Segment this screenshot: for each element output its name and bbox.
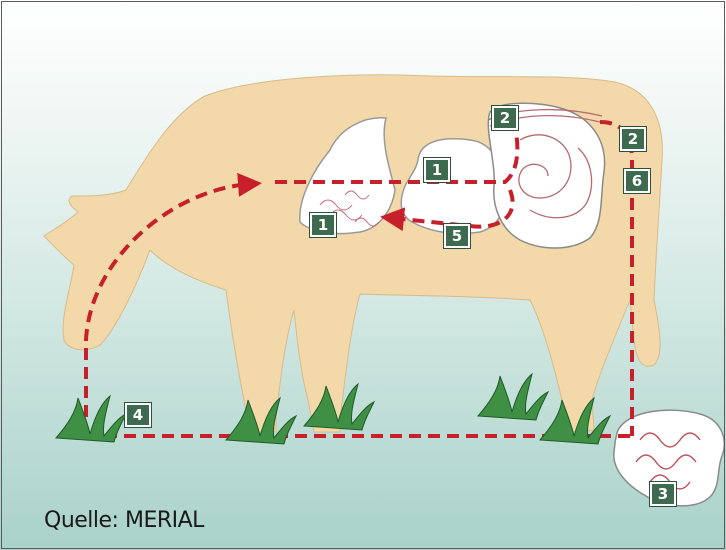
stage-badge-6: 6 — [624, 169, 650, 193]
stage-badge-3: 3 — [650, 482, 676, 506]
grass-tuft — [478, 374, 548, 420]
stage-badge-2-descending: 2 — [620, 127, 646, 151]
grass-tuft — [56, 396, 126, 442]
source-label: Quelle: MERIAL — [44, 508, 204, 533]
stage-badge-4: 4 — [125, 403, 151, 427]
stage-badge-1-rumen: 1 — [424, 158, 450, 182]
stage-badge-5: 5 — [444, 224, 470, 248]
stage-badge-2-intestine: 2 — [492, 106, 518, 130]
stage-badge-1-abomasum: 1 — [310, 213, 336, 237]
